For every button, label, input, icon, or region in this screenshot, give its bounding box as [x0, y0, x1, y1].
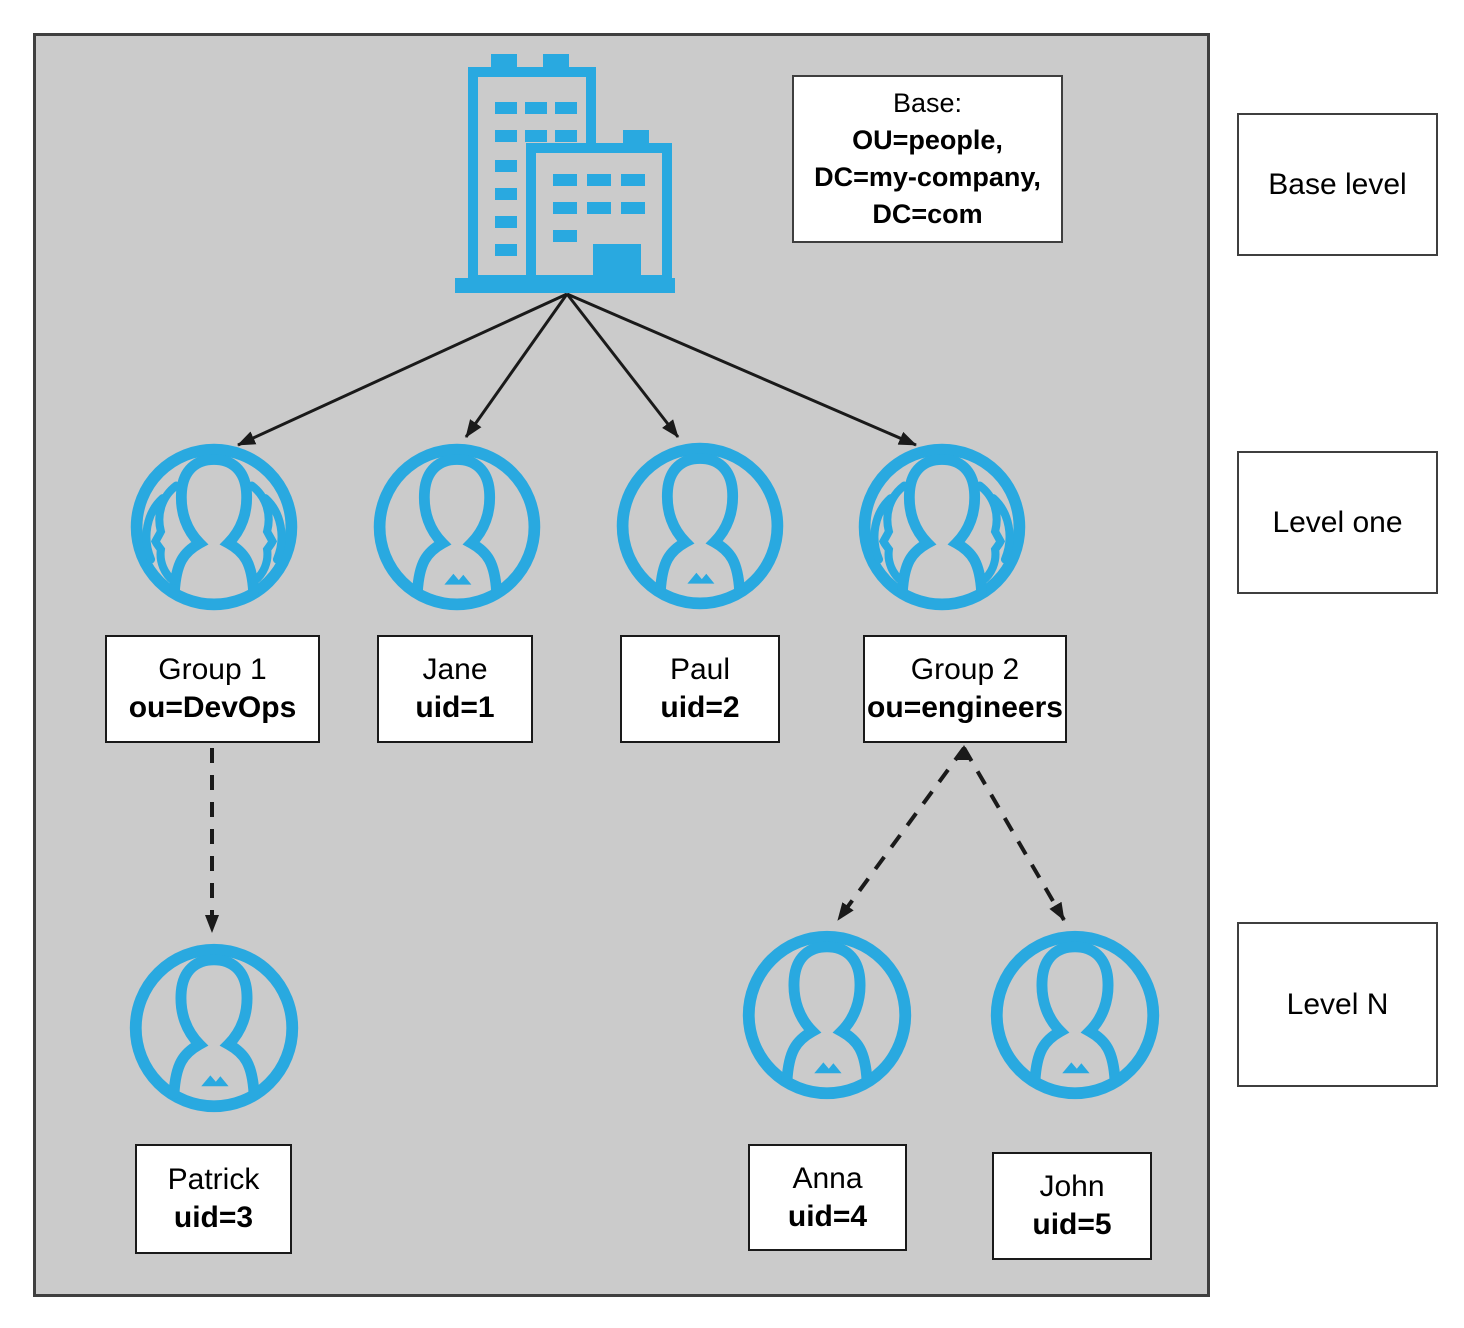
level-marker-one: Level one [1237, 451, 1438, 594]
node-label-paul: Paul uid=2 [620, 635, 780, 743]
node-dn: uid=2 [660, 691, 740, 724]
node-name: Group 2 [910, 653, 1020, 686]
node-label-group1: Group 1 ou=DevOps [105, 635, 320, 743]
level-marker-base: Base level [1237, 113, 1438, 256]
node-name: Jane [422, 653, 488, 686]
node-name: Group 1 [158, 653, 267, 686]
base-dn-dc1: DC=my-company, [814, 162, 1041, 192]
base-dn-dc2: DC=com [872, 199, 983, 229]
node-label-jane: Jane uid=1 [377, 635, 533, 743]
node-name: Anna [792, 1161, 863, 1195]
base-dn-box: Base: OU=people, DC=my-company, DC=com [792, 75, 1063, 243]
node-label-group2: Group 2 ou=engineers [863, 635, 1067, 743]
node-label-anna: Anna uid=4 [748, 1144, 907, 1251]
base-dn-ou: OU=people, [852, 125, 1003, 155]
base-caption: Base: [892, 88, 963, 118]
node-dn: uid=5 [1032, 1208, 1112, 1241]
node-name: Patrick [167, 1163, 260, 1196]
level-marker-label: Base level [1268, 167, 1407, 201]
level-marker-label: Level one [1272, 505, 1403, 539]
node-dn: ou=DevOps [128, 691, 297, 724]
node-dn: uid=4 [787, 1199, 868, 1233]
node-name: John [1039, 1170, 1105, 1203]
node-dn: uid=1 [415, 691, 495, 724]
node-label-john: John uid=5 [992, 1152, 1152, 1260]
level-marker-label: Level N [1286, 987, 1389, 1021]
node-dn: ou=engineers [867, 691, 1063, 724]
level-marker-n: Level N [1237, 922, 1438, 1087]
node-dn: uid=3 [173, 1201, 254, 1234]
node-name: Paul [669, 653, 731, 686]
node-label-patrick: Patrick uid=3 [135, 1144, 292, 1254]
